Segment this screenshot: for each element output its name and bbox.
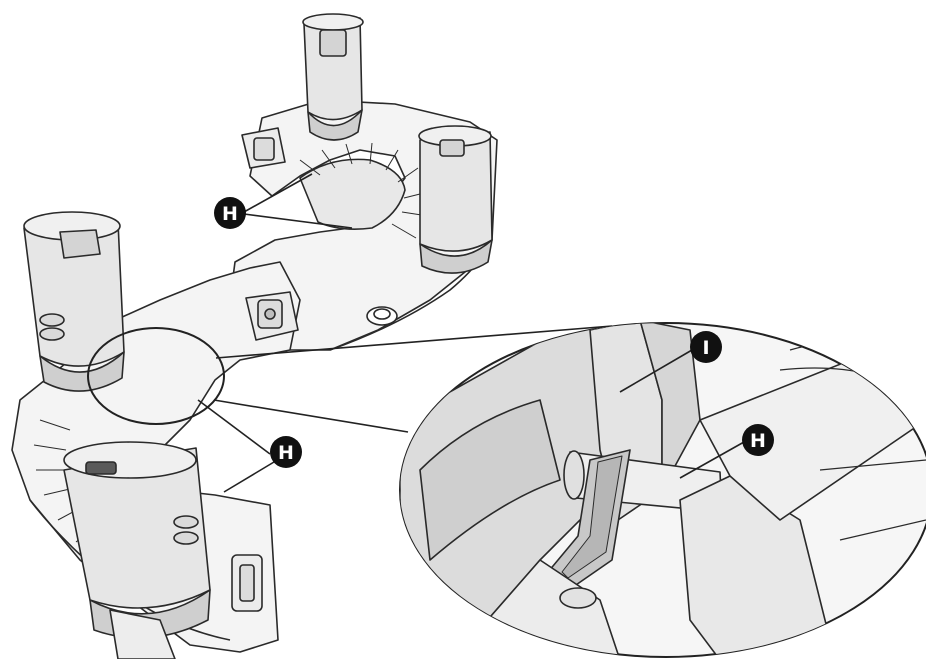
- top-latch: [241, 127, 286, 169]
- leader-h-top-1: [243, 173, 313, 213]
- leader-i-zoom: [619, 349, 693, 393]
- callout-h-top: H: [214, 197, 246, 229]
- callout-h-zoom: H: [742, 424, 774, 456]
- zoom-connector-top: [215, 325, 613, 359]
- callout-h-left: H: [270, 436, 302, 468]
- leader-h-left-1: [197, 399, 271, 455]
- callout-h-left-marker: [270, 436, 302, 468]
- zoom-connector-bottom: [213, 399, 409, 433]
- callout-h-zoom-label: H: [750, 430, 766, 452]
- detail-circle: [87, 327, 225, 425]
- leader-lines: [197, 173, 745, 493]
- lower-latch: [231, 554, 263, 612]
- leader-h-left-2: [223, 461, 275, 493]
- zoom-view: [399, 322, 926, 658]
- leader-h-top-2: [243, 213, 353, 229]
- foot: [109, 609, 176, 659]
- cylinder-left: [23, 211, 125, 392]
- upper-inner-arc: [299, 158, 406, 230]
- cylinders: [23, 13, 493, 659]
- cylinder-right: [418, 125, 493, 274]
- callout-h-left-label: H: [278, 442, 294, 464]
- cylinder-top: [302, 13, 364, 141]
- callout-i-zoom-label: I: [702, 337, 709, 359]
- callout-h-top-label: H: [222, 203, 238, 225]
- leader-h-zoom: [679, 441, 745, 479]
- center-latch: [245, 291, 299, 341]
- callout-h-top-marker: [214, 197, 246, 229]
- callout-i-zoom: I: [690, 331, 722, 363]
- upper-ribs: [299, 142, 429, 239]
- callout-h-zoom-marker: [742, 424, 774, 456]
- cylinder-bottom: [63, 441, 211, 639]
- callout-i-zoom-marker: [690, 331, 722, 363]
